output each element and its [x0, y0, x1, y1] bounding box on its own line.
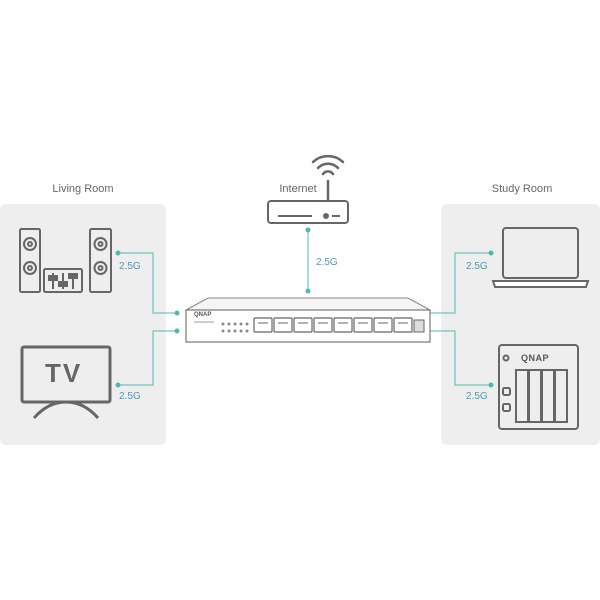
switch-icon [185, 297, 431, 343]
laptop-speed-label: 2.5G [466, 261, 488, 272]
study-room-panel [441, 204, 600, 445]
nas-brand-logo: QNAP [521, 353, 550, 363]
laptop-link [427, 252, 491, 314]
living-room-label: Living Room [52, 183, 114, 195]
switch-ports [253, 317, 413, 333]
study-room-label: Study Room [491, 183, 553, 195]
tv-screen-text: TV [45, 358, 83, 388]
stereo-speed-label: 2.5G [119, 261, 141, 272]
tv-icon [20, 345, 112, 420]
speaker-icon [89, 228, 112, 293]
nas-icon [498, 344, 579, 430]
switch-brand-logo: QNAP [194, 312, 212, 318]
stereo-link [118, 252, 177, 314]
equalizer-icon [43, 268, 83, 293]
nas-link [427, 330, 491, 386]
nas-speed-label: 2.5G [466, 391, 488, 402]
internet-label: Internet [279, 183, 317, 195]
router-icon [267, 200, 349, 224]
speaker-icon [19, 228, 41, 293]
tv-speed-label: 2.5G [119, 391, 141, 402]
tv-link [118, 330, 177, 386]
laptop-icon [491, 227, 590, 288]
wifi-icon [311, 154, 345, 203]
router-speed-label: 2.5G [316, 257, 338, 268]
connection-lines [118, 230, 491, 386]
